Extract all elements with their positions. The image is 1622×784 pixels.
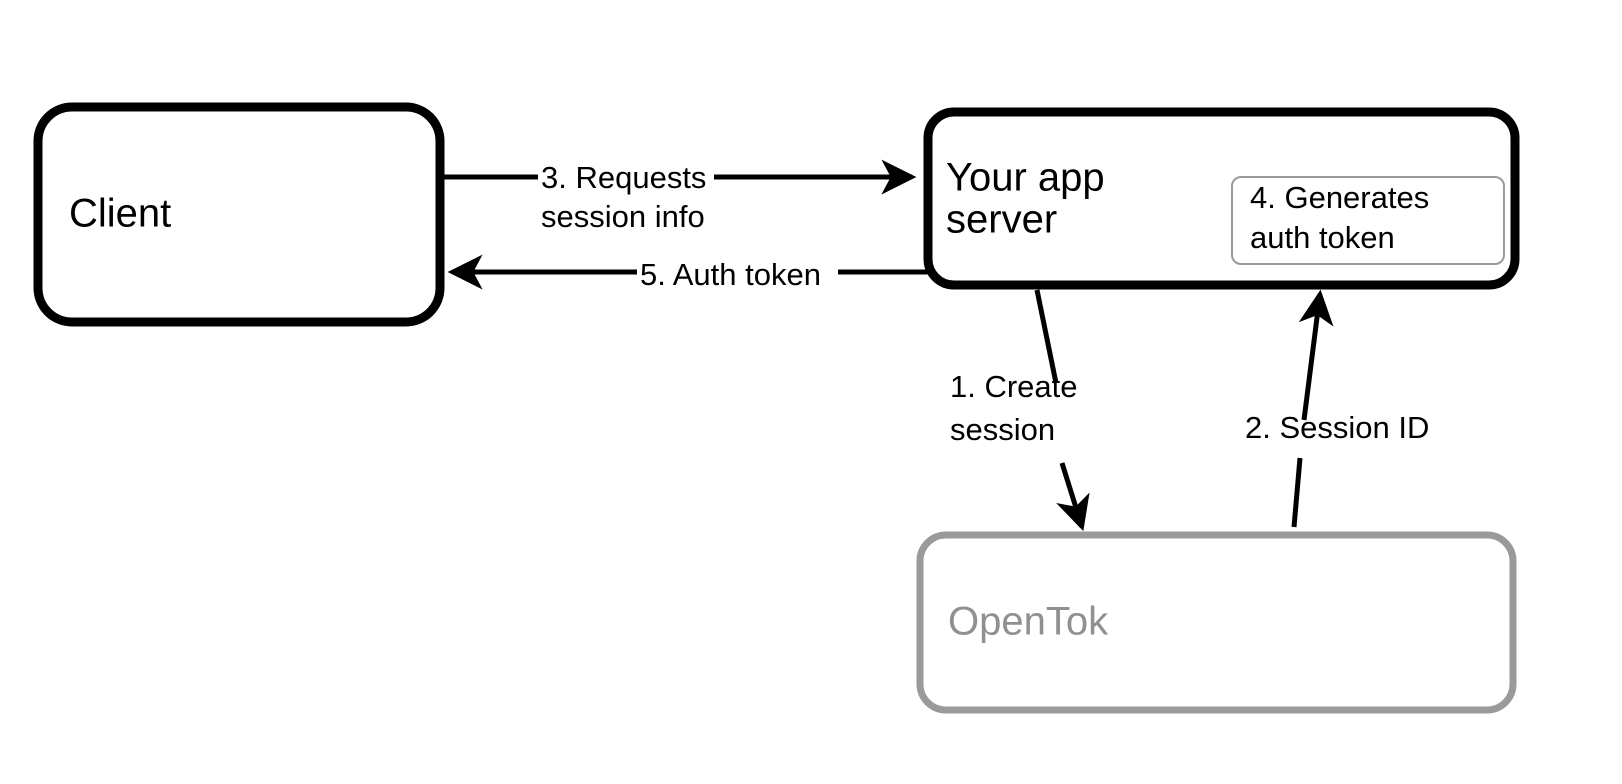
edge-2-line-bottom [1291,457,1303,528]
edge-3-label-line2: session info [541,199,705,234]
edge-1-label-line1: 1. Create [950,369,1078,404]
node-app-server[interactable]: Your app server 4. Generates auth token [923,107,1520,290]
edge-5-auth-token[interactable]: 5. Auth token [447,254,928,292]
client-box [33,102,445,327]
opentok-box [916,531,1517,714]
edge-3-requests-session-info[interactable]: 3. Requests session info [441,159,917,234]
node-client[interactable]: Client [33,102,445,327]
edge-2-label: 2. Session ID [1245,410,1429,445]
edge-5-label: 5. Auth token [640,257,821,292]
client-label: Client [69,192,171,236]
opentok-label: OpenTok [948,600,1109,644]
generates-auth-token-line2: auth token [1250,220,1395,255]
edge-1-label-line2: session [950,412,1055,447]
edge-1-create-session[interactable]: 1. Create session [950,289,1090,532]
generates-auth-token-box [1231,176,1505,265]
edge-3-label-line1: 3. Requests [541,160,706,195]
app-server-label-line2: server [946,198,1057,242]
edge-2-session-id[interactable]: 2. Session ID [1245,289,1429,528]
node-opentok[interactable]: OpenTok [916,531,1517,714]
edge-1-line-bottom [1056,462,1090,532]
edge-2-line-top [1298,289,1334,421]
node-generates-auth-token[interactable]: 4. Generates auth token [1231,176,1505,265]
edge-1-line-top [1034,289,1059,384]
generates-auth-token-line1: 4. Generates [1250,180,1429,215]
app-server-label-line1: Your app [946,156,1105,200]
